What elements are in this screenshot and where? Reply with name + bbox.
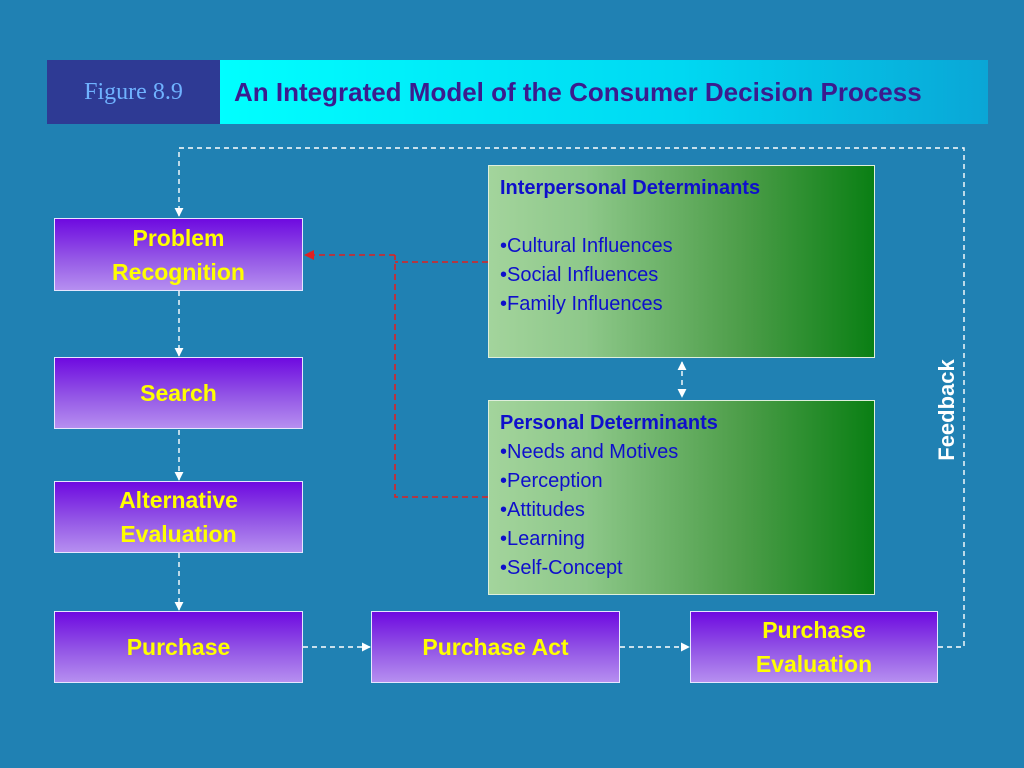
- personal-item: •Self-Concept: [500, 557, 623, 579]
- personal-heading: Personal Determinants: [500, 412, 718, 434]
- interpersonal-list: •Cultural Influences •Social Influences …: [500, 232, 874, 319]
- purchase-evaluation-label: Purchase Evaluation: [755, 617, 873, 677]
- purchase-act-label: Purchase Act: [422, 634, 569, 660]
- alternative-evaluation-box: Alternative Evaluation: [54, 481, 303, 553]
- purchase-box: Purchase: [54, 611, 303, 683]
- page-title: An Integrated Model of the Consumer Deci…: [220, 60, 988, 124]
- interpersonal-item: •Cultural Influences: [500, 235, 673, 257]
- personal-item: •Needs and Motives: [500, 441, 679, 463]
- interpersonal-determinants-box: Interpersonal Determinants •Cultural Inf…: [488, 165, 875, 358]
- feedback-loop-line: [174, 147, 965, 648]
- problem-recognition-label: Problem Recognition: [112, 224, 245, 285]
- title-text: An Integrated Model of the Consumer Deci…: [234, 77, 922, 107]
- purchase-act-box: Purchase Act: [371, 611, 620, 683]
- influence-line-personal: [394, 255, 488, 498]
- purchase-label: Purchase: [126, 634, 231, 660]
- personal-determinants-box: Personal Determinants •Needs and Motives…: [488, 400, 875, 595]
- purchase-evaluation-box: Purchase Evaluation: [690, 611, 938, 683]
- search-box: Search: [54, 357, 303, 429]
- figure-label: Figure 8.9: [47, 60, 220, 124]
- interpersonal-heading: Interpersonal Determinants: [500, 177, 761, 199]
- personal-list: •Needs and Motives •Perception •Attitude…: [500, 438, 874, 583]
- feedback-label: Feedback: [934, 359, 959, 461]
- problem-recognition-box: Problem Recognition: [54, 218, 303, 291]
- personal-item: •Attitudes: [500, 499, 585, 521]
- interpersonal-item: •Social Influences: [500, 264, 659, 286]
- personal-item: •Perception: [500, 470, 603, 492]
- interpersonal-item: •Family Influences: [500, 293, 663, 315]
- personal-item: •Learning: [500, 528, 585, 550]
- search-label: Search: [140, 380, 217, 406]
- alternative-evaluation-label: Alternative Evaluation: [119, 487, 238, 547]
